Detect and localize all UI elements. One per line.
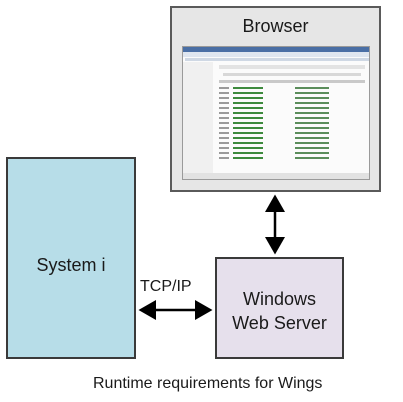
tcp-ip-label: TCP/IP (140, 278, 192, 295)
browser-screenshot (182, 46, 370, 180)
system-i-node: System i (6, 157, 136, 359)
web-server-label-line2: Web Server (232, 313, 327, 333)
browser-screenshot-graphic (183, 47, 369, 179)
system-i-label: System i (36, 255, 106, 275)
web-server-node: Windows Web Server (215, 257, 344, 359)
web-server-label: Windows Web Server (217, 287, 342, 335)
diagram-caption: Runtime requirements for Wings (93, 375, 323, 392)
browser-label: Browser (242, 16, 309, 36)
web-server-label-line1: Windows (242, 289, 317, 309)
browser-node: Browser (170, 6, 381, 192)
